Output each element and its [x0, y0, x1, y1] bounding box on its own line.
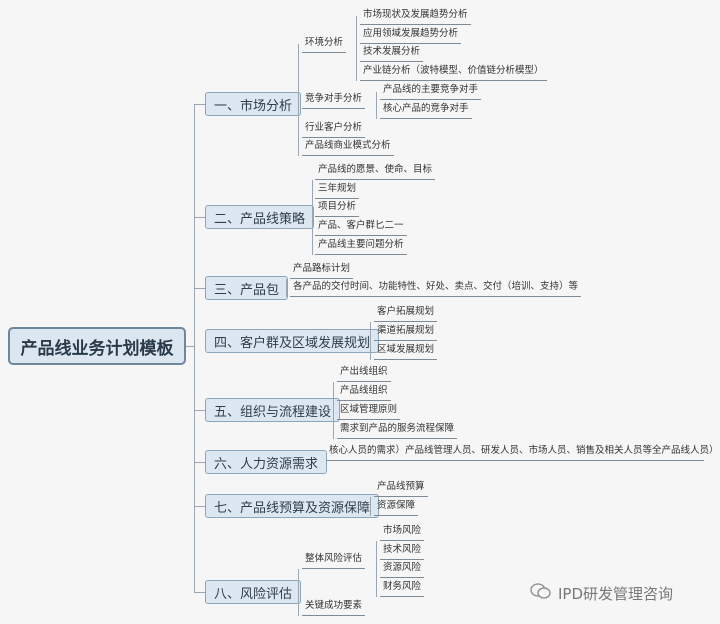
branch-risk-assessment[interactable]: 八、风险评估 [205, 580, 302, 604]
leaf[interactable]: 区域发展规划 [374, 342, 438, 360]
watermark: IPD研发管理咨询 [530, 582, 673, 604]
node-competitor-analysis[interactable]: 竞争对手分析 [302, 91, 366, 109]
leaf[interactable]: 产出线组织 [337, 364, 391, 382]
leaf[interactable]: 产品线预算 [374, 479, 428, 497]
bracket-line [370, 497, 371, 516]
leaf[interactable]: 区域管理原则 [337, 402, 401, 420]
leaf[interactable]: 产业链分析（波特模型、价值链分析模型） [360, 63, 547, 81]
bracket-line [356, 16, 357, 81]
leaf[interactable]: 三年规划 [315, 181, 360, 199]
leaf[interactable]: 产品路标计划 [290, 261, 354, 279]
bracket-line [333, 382, 334, 439]
node-environment-analysis[interactable]: 环境分析 [302, 35, 347, 53]
bracket-line [298, 569, 299, 616]
leaf[interactable]: 产品线组织 [337, 383, 391, 401]
leaf[interactable]: 渠道拓展规划 [374, 323, 438, 341]
branch-budget-resources[interactable]: 七、产品线预算及资源保障 [205, 494, 380, 518]
connector [194, 217, 205, 218]
branch-product-package[interactable]: 三、产品包 [205, 276, 289, 300]
connector [194, 104, 205, 105]
leaf[interactable]: 需求到产品的服务流程保障 [337, 421, 458, 439]
leaf[interactable]: 产品线的愿景、使命、目标 [315, 162, 436, 180]
bracket-line [298, 44, 299, 156]
node-key-success-factors[interactable]: 关键成功要素 [302, 598, 366, 616]
branch-product-line-strategy[interactable]: 二、产品线策略 [205, 205, 315, 229]
watermark-text: IPD研发管理咨询 [558, 584, 674, 603]
bracket-line [376, 541, 377, 597]
node-overall-risk[interactable]: 整体风险评估 [302, 551, 366, 569]
leaf[interactable]: 市场风险 [380, 523, 425, 541]
branch-hr-needs[interactable]: 六、人力资源需求 [205, 450, 328, 474]
branch-market-analysis[interactable]: 一、市场分析 [205, 92, 302, 116]
leaf[interactable]: 产品、客户群匕二一 [315, 218, 407, 236]
wechat-icon [530, 582, 552, 604]
root-connector [186, 346, 195, 347]
connector [194, 462, 205, 463]
connector [194, 506, 205, 507]
spine-line [194, 104, 195, 592]
node-business-model-analysis[interactable]: 产品线商业模式分析 [302, 138, 394, 156]
branch-organization-process[interactable]: 五、组织与流程建设 [205, 398, 341, 422]
leaf[interactable]: 市场现状及发展趋势分析 [360, 7, 471, 25]
bracket-line [312, 180, 313, 255]
leaf[interactable]: 财务风险 [380, 579, 425, 597]
leaf[interactable]: 各产品的交付时间、功能特性、好处、卖点、交付（培训、支持）等 [290, 279, 582, 297]
bracket-line [376, 92, 377, 119]
leaf[interactable]: 核心产品的竞争对手 [380, 101, 472, 119]
leaf[interactable]: 技术风险 [380, 542, 425, 560]
root-node[interactable]: 产品线业务计划模板 [8, 327, 186, 365]
bracket-line [286, 279, 287, 297]
node-customer-analysis[interactable]: 行业客户分析 [302, 120, 366, 138]
branch-customer-region-plan[interactable]: 四、客户群及区域发展规划 [205, 329, 380, 353]
leaf[interactable]: 产品线主要问题分析 [315, 237, 407, 255]
leaf[interactable]: 技术发展分析 [360, 44, 424, 62]
connector [194, 288, 205, 289]
leaf[interactable]: 客户拓展规划 [374, 304, 438, 322]
bracket-line [370, 322, 371, 360]
leaf[interactable]: 核心人员的需求）产品线管理人员、研发人员、市场人员、销售及相关人员等全产品线人员… [326, 443, 719, 461]
leaf[interactable]: 应用领域发展趋势分析 [360, 26, 462, 44]
leaf[interactable]: 项目分析 [315, 199, 360, 217]
leaf[interactable]: 资源保障 [374, 498, 419, 516]
leaf[interactable]: 产品线的主要竞争对手 [380, 82, 482, 100]
connector [194, 410, 205, 411]
leaf[interactable]: 资源风险 [380, 560, 425, 578]
connector [194, 592, 205, 593]
